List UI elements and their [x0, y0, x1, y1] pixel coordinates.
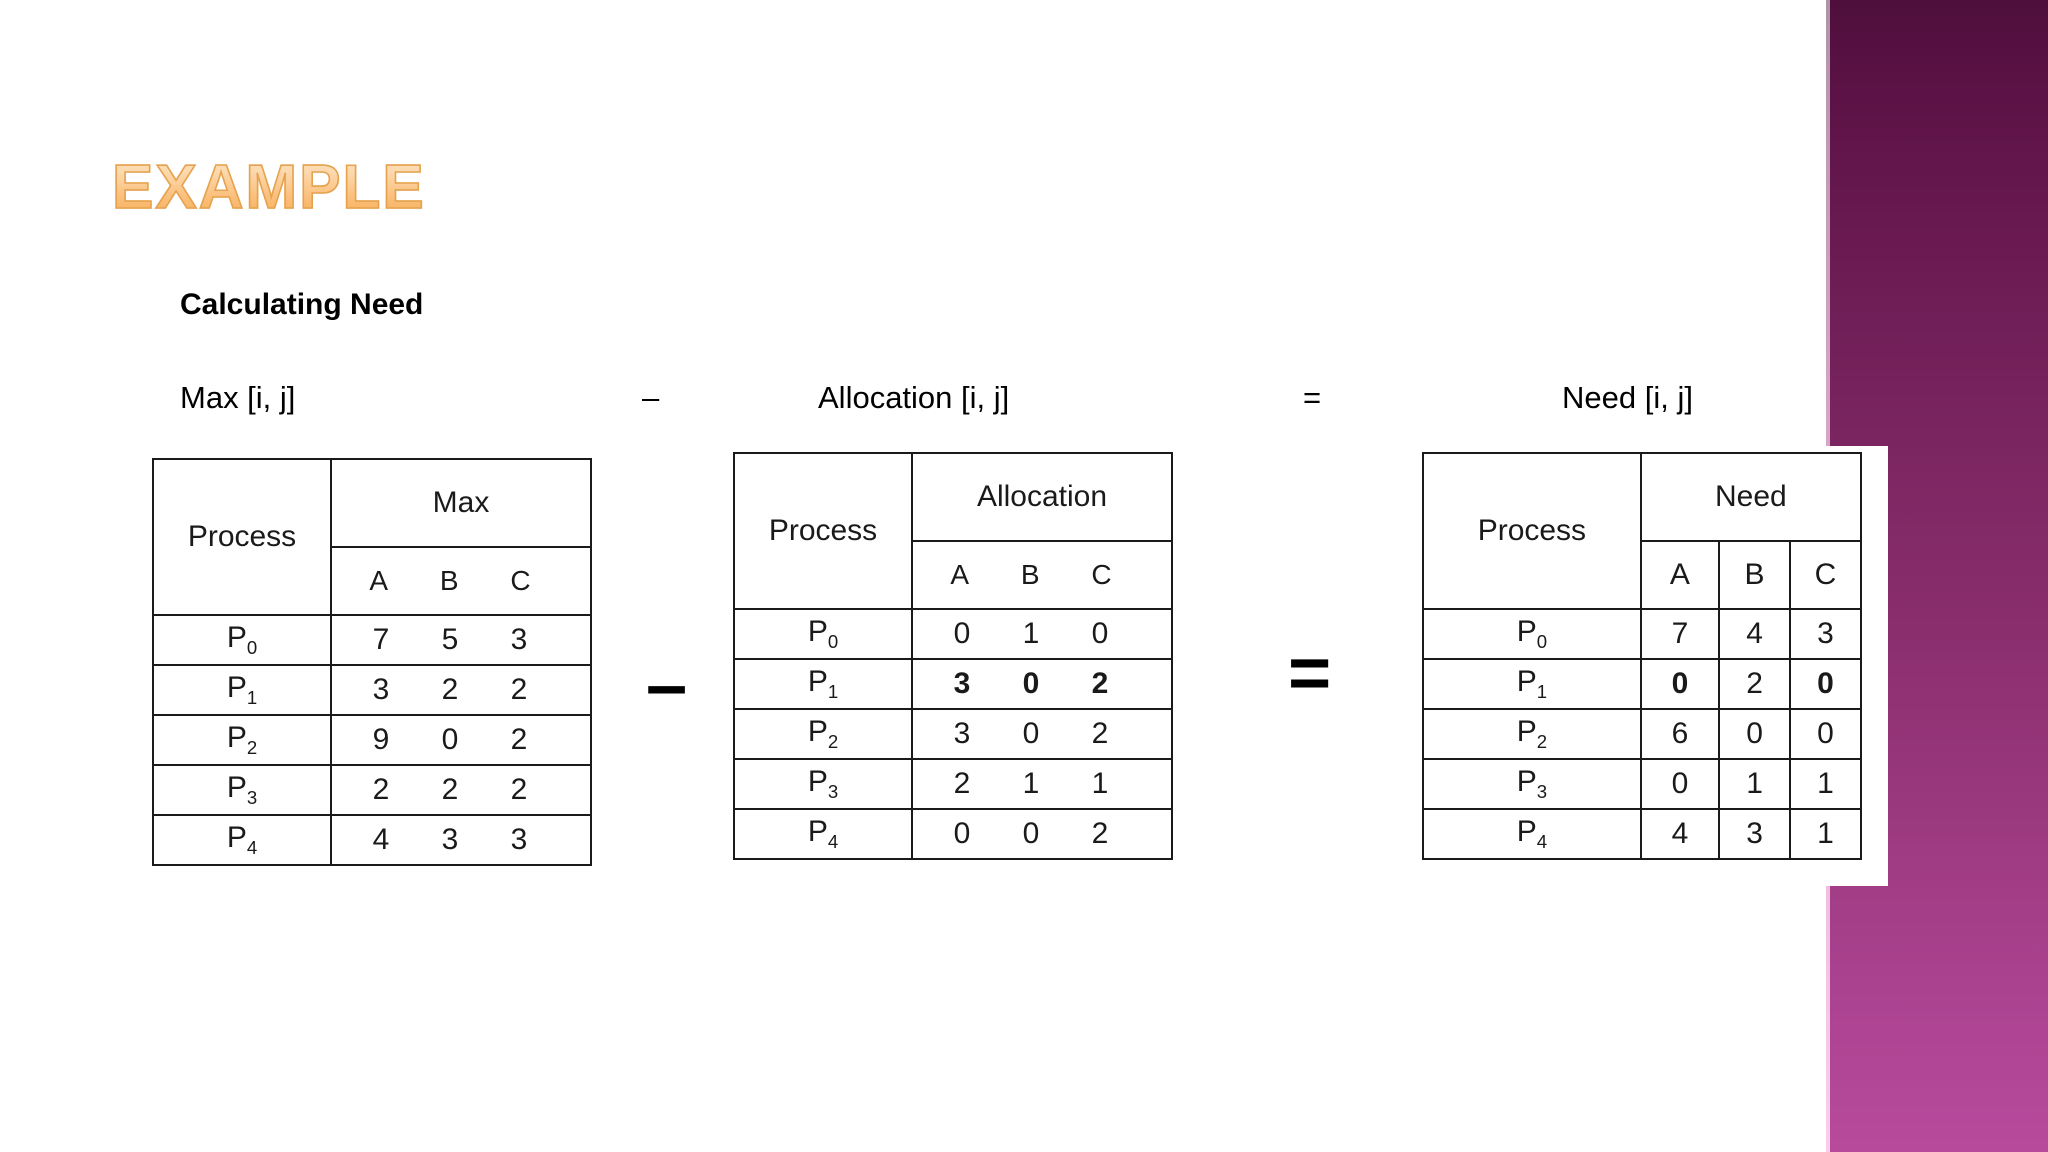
table-row: P1 0 2 0 — [1422, 658, 1862, 710]
row-process-label: P0 — [733, 608, 913, 660]
table-row: P1 3 0 2 — [733, 658, 1173, 710]
cell-value-b: 3 — [1718, 808, 1792, 860]
row-values: 2 2 2 — [330, 764, 592, 816]
row-values: 9 0 2 — [330, 714, 592, 766]
row-values: 4 3 3 — [330, 814, 592, 866]
row-process-label: P1 — [733, 658, 913, 710]
cell-value-a: 0 — [1639, 758, 1721, 810]
row-process-label: P1 — [152, 664, 332, 716]
header-matrix-name: Allocation — [911, 452, 1173, 542]
cell-value-c: 3 — [1789, 608, 1862, 660]
cell-value-a: 4 — [1639, 808, 1721, 860]
table-row: P4 0 0 2 — [733, 808, 1173, 860]
cell-value-a: 6 — [1639, 708, 1721, 760]
table-row: P3 0 1 1 — [1422, 758, 1862, 810]
row-process-label: P2 — [152, 714, 332, 766]
resource-column-c: C — [1789, 540, 1862, 610]
allocation-matrix-table: Process Allocation A B C P0 0 1 0 P1 3 0… — [733, 452, 1173, 860]
row-process-index: 1 — [827, 681, 839, 702]
cell-value-b: 1 — [1718, 758, 1792, 810]
table-resource-header-row: A B C — [153, 546, 592, 616]
row-process-label: P3 — [1422, 758, 1642, 810]
table-resource-header-row: A B C — [1423, 540, 1862, 610]
table-row: P0 7 5 3 — [152, 614, 592, 666]
row-process-index: 0 — [827, 631, 839, 652]
table-row: P4 4 3 1 — [1422, 808, 1862, 860]
page-title: EXAMPLE — [111, 152, 426, 223]
formula-term-need: Need [i, j] — [1562, 380, 1693, 415]
row-values: 3 0 2 — [911, 658, 1173, 710]
header-matrix-name: Need — [1639, 452, 1863, 542]
row-process-index: 3 — [1536, 781, 1548, 802]
big-equals-operator: = — [1288, 631, 1332, 714]
table-resource-header-row: A B C — [734, 540, 1173, 610]
row-process-label: P3 — [733, 758, 913, 810]
table-row: P0 7 4 3 — [1422, 608, 1862, 660]
row-process-label: P2 — [733, 708, 913, 760]
row-values: 3 0 2 — [911, 708, 1173, 760]
cell-value-c: 0 — [1789, 708, 1862, 760]
section-subtitle: Calculating Need — [180, 288, 424, 321]
cell-value-a: 0 — [1639, 658, 1721, 710]
table-row: P2 9 0 2 — [152, 714, 592, 766]
formula-operator-equals: = — [1303, 380, 1322, 415]
row-values: 7 5 3 — [330, 614, 592, 666]
row-process-index: 3 — [827, 781, 839, 802]
resource-columns-abc: A B C — [330, 546, 592, 616]
row-process-label: P4 — [152, 814, 332, 866]
table-row: P2 6 0 0 — [1422, 708, 1862, 760]
header-process: Process — [733, 452, 913, 610]
table-row: P3 2 1 1 — [733, 758, 1173, 810]
cell-value-c: 1 — [1789, 808, 1862, 860]
table-row: P2 3 0 2 — [733, 708, 1173, 760]
row-values: 2 1 1 — [911, 758, 1173, 810]
row-process-label: P4 — [1422, 808, 1642, 860]
row-process-label: P4 — [733, 808, 913, 860]
row-process-index: 3 — [246, 787, 258, 808]
row-process-label: P1 — [1422, 658, 1642, 710]
row-process-index: 4 — [1536, 831, 1548, 852]
table-row: P1 3 2 2 — [152, 664, 592, 716]
cell-value-b: 4 — [1718, 608, 1792, 660]
formula-term-allocation: Allocation [i, j] — [818, 380, 1010, 415]
row-process-index: 0 — [1536, 631, 1548, 652]
table-header-row: Process Need — [1422, 452, 1863, 610]
header-process: Process — [152, 458, 332, 616]
row-process-index: 2 — [246, 737, 258, 758]
big-minus-operator: – — [646, 643, 687, 726]
row-process-label: P0 — [152, 614, 332, 666]
row-process-index: 1 — [1536, 681, 1548, 702]
formula-operator-minus: – — [642, 380, 660, 415]
cell-value-b: 0 — [1718, 708, 1792, 760]
row-values: 3 2 2 — [330, 664, 592, 716]
formula-term-max: Max [i, j] — [180, 380, 296, 415]
cell-value-b: 2 — [1718, 658, 1792, 710]
cell-value-c: 1 — [1789, 758, 1862, 810]
row-process-index: 2 — [827, 731, 839, 752]
cell-value-c: 0 — [1789, 658, 1862, 710]
table-row: P0 0 1 0 — [733, 608, 1173, 660]
cell-value-a: 7 — [1639, 608, 1721, 660]
row-process-label: P2 — [1422, 708, 1642, 760]
row-process-index: 4 — [827, 831, 839, 852]
row-process-index: 4 — [246, 837, 258, 858]
table-row: P4 4 3 3 — [152, 814, 592, 866]
header-matrix-name: Max — [330, 458, 592, 548]
row-process-label: P3 — [152, 764, 332, 816]
row-values: 0 1 0 — [911, 608, 1173, 660]
row-process-index: 2 — [1536, 731, 1548, 752]
row-process-index: 1 — [246, 687, 258, 708]
max-matrix-table: Process Max A B C P0 7 5 3 P1 3 2 2 P2 9… — [152, 458, 592, 866]
table-row: P3 2 2 2 — [152, 764, 592, 816]
resource-column-b: B — [1718, 540, 1792, 610]
header-process: Process — [1422, 452, 1642, 610]
table-header-row: Process Allocation — [733, 452, 1173, 610]
table-header-row: Process Max — [152, 458, 592, 616]
need-matrix-table: Process Need A B C P0 7 4 3 P1 0 2 0 P2 … — [1422, 452, 1863, 860]
row-values: 0 0 2 — [911, 808, 1173, 860]
row-process-label: P0 — [1422, 608, 1642, 660]
resource-column-a: A — [1639, 540, 1721, 610]
row-process-index: 0 — [246, 637, 258, 658]
resource-columns-abc: A B C — [911, 540, 1173, 610]
